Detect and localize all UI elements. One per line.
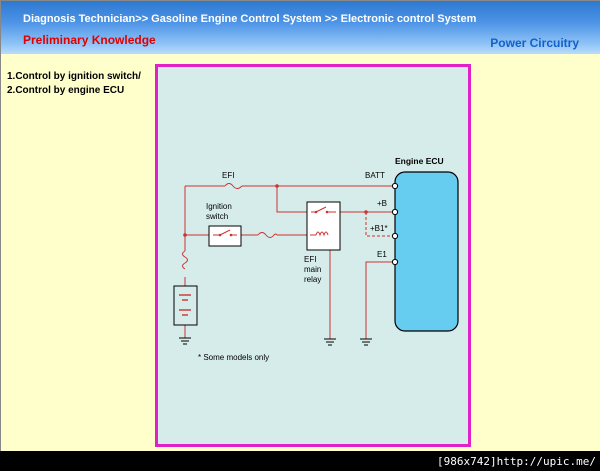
- engine-ecu-block: [394, 171, 459, 332]
- footnote: * Some models only: [198, 353, 269, 362]
- section-title: Preliminary Knowledge: [23, 33, 156, 47]
- breadcrumb[interactable]: Diagnosis Technician>> Gasoline Engine C…: [23, 13, 477, 25]
- power-circuit-diagram: Engine ECU EFI Ignition switch EFI main …: [173, 156, 459, 362]
- relay-label-1: EFI: [304, 255, 316, 264]
- relay-label-3: relay: [304, 275, 321, 284]
- content-list: 1.Control by ignition switch/ 2.Control …: [7, 70, 141, 98]
- ignition-switch-icon: [208, 225, 242, 247]
- ignition-switch-label-2: switch: [206, 212, 228, 221]
- batt-terminal-label: BATT: [365, 171, 385, 180]
- list-item-ecu-control: 2.Control by engine ECU: [7, 85, 125, 96]
- image-size-readout: [986x742]: [437, 455, 497, 468]
- ignition-switch-label-1: Ignition: [206, 202, 232, 211]
- junction-dots: [183, 184, 368, 237]
- relay-label-2: main: [304, 265, 321, 274]
- efi-main-relay-icon: [306, 201, 341, 251]
- ignition-fuse-icon: [257, 232, 278, 238]
- header-bar: Diagnosis Technician>> Gasoline Engine C…: [1, 1, 600, 54]
- list-item-ignition-control: 1.Control by ignition switch/: [7, 71, 141, 82]
- diagram-panel: Engine ECU EFI Ignition switch EFI main …: [155, 64, 471, 447]
- battery-icon: [173, 285, 198, 326]
- e1-terminal-label: E1: [377, 250, 387, 259]
- source-url[interactable]: http://upic.me/: [496, 455, 596, 468]
- wires: [184, 185, 395, 339]
- efi-fuse-label: EFI: [222, 171, 234, 180]
- ecu-terminals: [391, 182, 399, 266]
- efi-fuse-icon: [224, 183, 243, 189]
- ground-icon: [179, 337, 372, 346]
- vertical-fuse-icon: [182, 250, 188, 270]
- topic-title: Power Circuitry: [490, 36, 579, 50]
- engine-ecu-label: Engine ECU: [395, 156, 444, 166]
- status-bar: [986x742]http://upic.me/: [437, 455, 596, 469]
- app-window: Diagnosis Technician>> Gasoline Engine C…: [0, 0, 600, 451]
- optional-b1-wire: [365, 212, 395, 237]
- plus-b1-terminal-label: +B1*: [370, 224, 388, 233]
- plus-b-terminal-label: +B: [377, 199, 387, 208]
